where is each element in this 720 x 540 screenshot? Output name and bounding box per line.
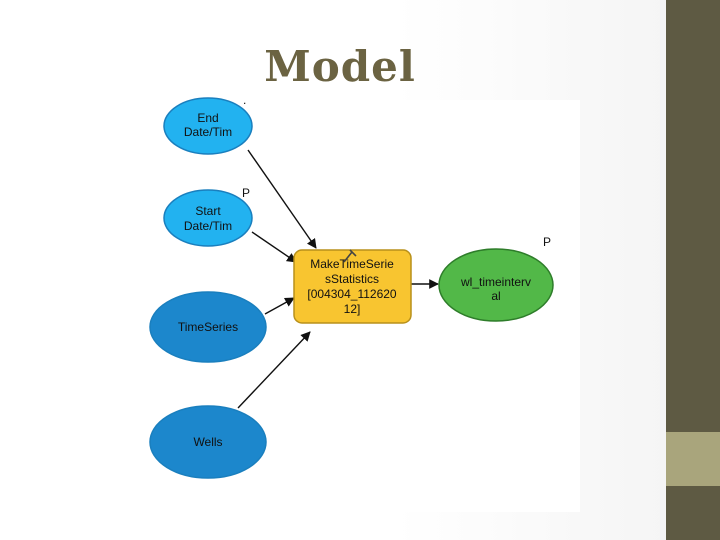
- node-time-series[interactable]: [149, 291, 267, 363]
- node-start-date-label-2: Date/Tim: [184, 219, 232, 233]
- connector-start-to-tool: [251, 231, 297, 263]
- slide-title: Model: [264, 42, 416, 91]
- node-tool-label-4: 12]: [344, 302, 361, 316]
- param-flag-output: P: [543, 235, 551, 249]
- node-end-date-label-1: End: [197, 111, 218, 125]
- connector-wells-to-tool: [237, 331, 311, 409]
- node-tool-label-3: [004304_112620: [307, 287, 397, 301]
- node-time-series-label: TimeSeries: [178, 320, 238, 334]
- node-output[interactable]: [438, 248, 554, 322]
- hammer-icon: [343, 249, 357, 263]
- node-tool-label-1: MakeTimeSerie: [310, 257, 394, 271]
- node-wells[interactable]: [149, 405, 267, 479]
- node-output-label-2: al: [491, 289, 500, 303]
- node-output-label-1: wl_timeinterv: [460, 275, 531, 289]
- node-tool-label-2: sStatistics: [325, 272, 379, 286]
- side-decoration-block: [666, 432, 720, 486]
- node-wells-label: Wells: [193, 435, 222, 449]
- node-tool[interactable]: [293, 249, 412, 324]
- node-end-date-label-2: Date/Tim: [184, 125, 232, 139]
- connector-end-to-tool: [247, 149, 317, 249]
- node-start-date[interactable]: [163, 189, 253, 247]
- node-end-date[interactable]: [163, 97, 253, 155]
- node-start-date-label-1: Start: [195, 204, 221, 218]
- connector-timeseries-to-tool: [264, 297, 295, 315]
- param-flag-start: P: [242, 186, 250, 200]
- tick-mark: .: [243, 93, 246, 107]
